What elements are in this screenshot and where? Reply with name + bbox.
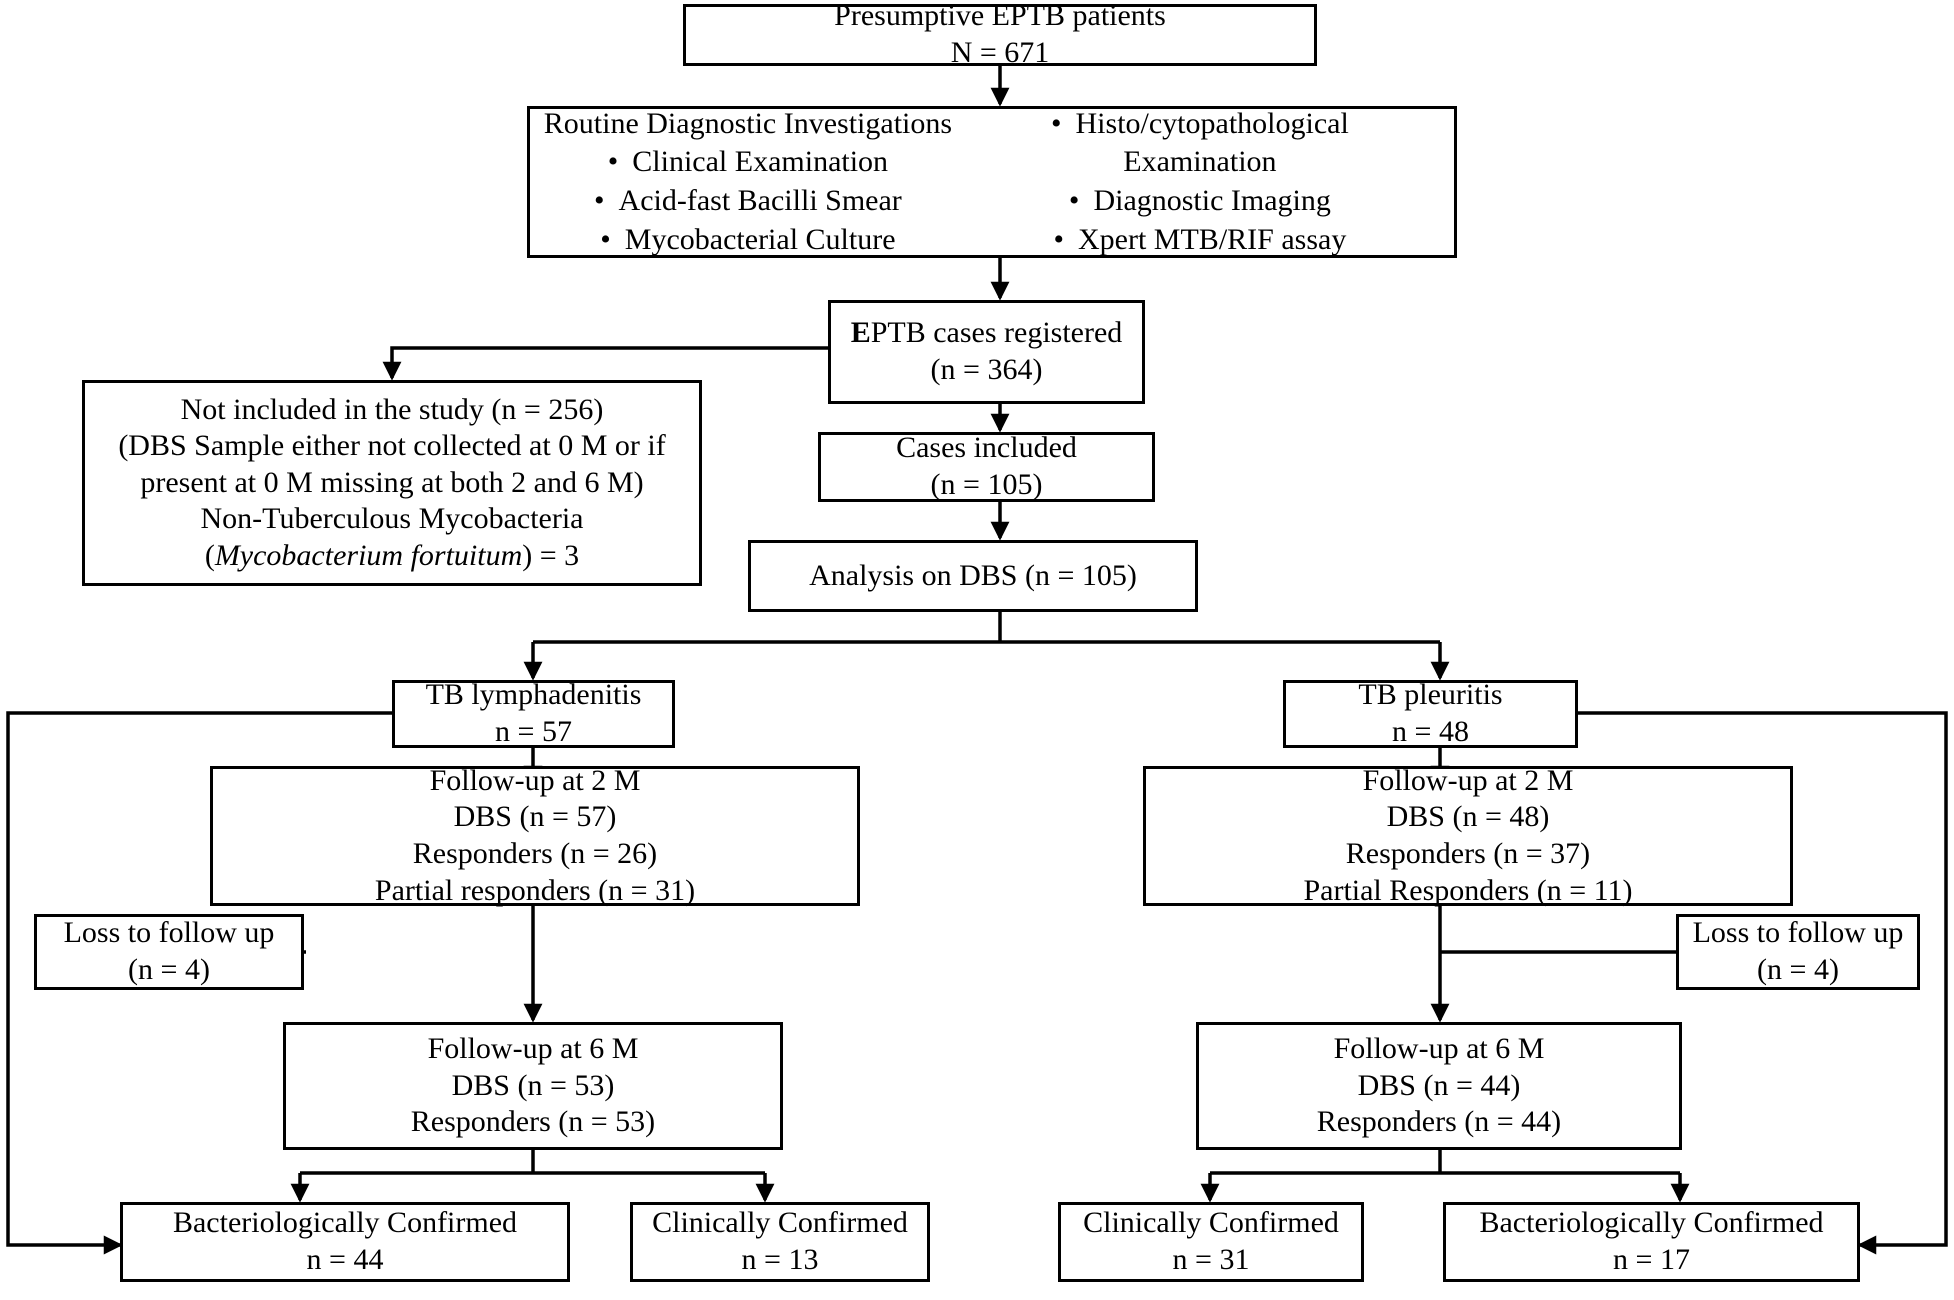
- investigations-item-clinical-examination: Clinical Examination: [608, 143, 888, 182]
- node-followup-2m-pleuritis: Follow-up at 2 M DBS (n = 48) Responders…: [1143, 763, 1793, 907]
- bact-right-count: n = 17: [1613, 1243, 1690, 1276]
- tb-lymphadenitis-count: n = 57: [495, 715, 572, 748]
- followup2m-right-line-2: DBS (n = 48): [1386, 800, 1550, 834]
- node-clinically-confirmed-left: Clinically Confirmed n = 13: [630, 1202, 930, 1282]
- node-clinically-confirmed-right: Clinically Confirmed n = 31: [1058, 1202, 1364, 1282]
- not-included-line-4: Non-Tuberculous Mycobacteria: [200, 502, 584, 536]
- clin-right-label: Clinically Confirmed: [1083, 1206, 1339, 1240]
- clin-right-count: n = 31: [1172, 1243, 1250, 1276]
- node-tb-lymphadenitis: TB lymphadenitis n = 57: [392, 678, 675, 748]
- node-followup-6m-pleuritis: Follow-up at 6 M DBS (n = 44) Responders…: [1196, 1022, 1682, 1150]
- registered-count: (n = 364): [930, 353, 1043, 386]
- followup2m-left-line-4: Partial responders (n = 31): [374, 873, 696, 907]
- presumptive-count: N = 671: [950, 36, 1050, 69]
- not-included-line-2: (DBS Sample either not collected at 0 M …: [118, 429, 666, 463]
- investigations-item-diagnostic-imaging: Diagnostic Imaging: [1069, 182, 1330, 221]
- followup6m-left-line-2: DBS (n = 53): [451, 1068, 615, 1102]
- not-included-paren-open: (: [204, 538, 215, 572]
- node-cases-included: Cases included (n = 105): [818, 431, 1155, 502]
- clin-left-label: Clinically Confirmed: [652, 1206, 908, 1240]
- followup2m-right-line-4: Partial Responders (n = 11): [1303, 873, 1633, 907]
- node-presumptive-eptb-patients: Presumptive EPTB patients N = 671: [683, 0, 1317, 69]
- followup6m-right-line-2: DBS (n = 44): [1357, 1068, 1521, 1102]
- followup6m-left-line-1: Follow-up at 6 M: [427, 1032, 639, 1066]
- not-included-line-3: present at 0 M missing at both 2 and 6 M…: [140, 465, 644, 499]
- node-followup-2m-lymphadenitis: Follow-up at 2 M DBS (n = 57) Responders…: [210, 763, 860, 907]
- node-followup-6m-lymphadenitis: Follow-up at 6 M DBS (n = 53) Responders…: [283, 1022, 783, 1150]
- loss-right-line-2: (n = 4): [1757, 953, 1839, 986]
- node-routine-diagnostic-investigations: Routine Diagnostic Investigations Clinic…: [527, 106, 1457, 258]
- not-included-species-italic: Mycobacterium fortuitum: [214, 538, 523, 572]
- followup2m-right-line-1: Follow-up at 2 M: [1362, 763, 1574, 797]
- investigations-item-mycobacterial-culture: Mycobacterial Culture: [600, 221, 896, 260]
- node-loss-to-followup-right: Loss to follow up (n = 4): [1676, 914, 1920, 990]
- tb-pleuritis-count: n = 48: [1392, 715, 1469, 748]
- node-loss-to-followup-left: Loss to follow up (n = 4): [34, 914, 304, 990]
- registered-label-rest: PTB cases registered: [870, 316, 1123, 350]
- followup2m-right-line-3: Responders (n = 37): [1345, 837, 1591, 870]
- node-eptb-cases-registered: EPTB cases registered (n = 364): [828, 300, 1145, 404]
- presumptive-label: Presumptive EPTB patients: [834, 0, 1166, 33]
- not-included-line-1: Not included in the study (n = 256): [180, 392, 604, 426]
- investigations-right-column: Histo/cytopathological Examination Diagn…: [956, 105, 1444, 259]
- investigations-item-histopathological: Histo/cytopathological: [1051, 105, 1349, 144]
- cases-included-count: (n = 105): [930, 468, 1043, 501]
- bact-right-label: Bacteriologically Confirmed: [1479, 1206, 1824, 1240]
- followup2m-left-line-2: DBS (n = 57): [453, 800, 617, 834]
- followup2m-left-line-3: Responders (n = 26): [412, 837, 658, 870]
- investigations-heading: Routine Diagnostic Investigations: [543, 106, 953, 140]
- followup6m-left-line-3: Responders (n = 53): [410, 1105, 656, 1139]
- loss-left-line-1: Loss to follow up: [63, 916, 275, 950]
- registered-label: EPTB cases registered: [851, 315, 1123, 352]
- bact-left-count: n = 44: [306, 1243, 384, 1276]
- followup6m-right-line-1: Follow-up at 6 M: [1333, 1032, 1545, 1066]
- investigations-item-histopathological-cont: Examination: [1123, 145, 1277, 179]
- not-included-line-5: (Mycobacterium fortuitum) = 3: [205, 538, 579, 575]
- registered-label-bold-e: E: [850, 316, 871, 350]
- investigations-left-column: Routine Diagnostic Investigations Clinic…: [540, 105, 956, 259]
- loss-right-line-1: Loss to follow up: [1692, 916, 1904, 950]
- analysis-dbs-label: Analysis on DBS (n = 105): [809, 558, 1137, 592]
- not-included-paren-close: ) = 3: [522, 538, 580, 572]
- loss-left-line-2: (n = 4): [128, 953, 210, 986]
- node-bacteriologically-confirmed-right: Bacteriologically Confirmed n = 17: [1443, 1202, 1860, 1282]
- tb-lymphadenitis-label: TB lymphadenitis: [425, 678, 642, 712]
- clin-left-count: n = 13: [741, 1243, 819, 1276]
- investigations-item-afb-smear: Acid-fast Bacilli Smear: [594, 182, 902, 221]
- followup2m-left-line-1: Follow-up at 2 M: [429, 763, 641, 797]
- node-tb-pleuritis: TB pleuritis n = 48: [1283, 678, 1578, 748]
- investigations-item-xpert-mtb-rif: Xpert MTB/RIF assay: [1053, 221, 1346, 260]
- tb-pleuritis-label: TB pleuritis: [1358, 678, 1503, 712]
- bact-left-label: Bacteriologically Confirmed: [172, 1206, 518, 1240]
- followup6m-right-line-3: Responders (n = 44): [1316, 1105, 1562, 1139]
- node-not-included: Not included in the study (n = 256) (DBS…: [82, 380, 702, 586]
- cases-included-label: Cases included: [896, 431, 1077, 465]
- node-bacteriologically-confirmed-left: Bacteriologically Confirmed n = 44: [120, 1202, 570, 1282]
- node-analysis-on-dbs: Analysis on DBS (n = 105): [748, 540, 1198, 612]
